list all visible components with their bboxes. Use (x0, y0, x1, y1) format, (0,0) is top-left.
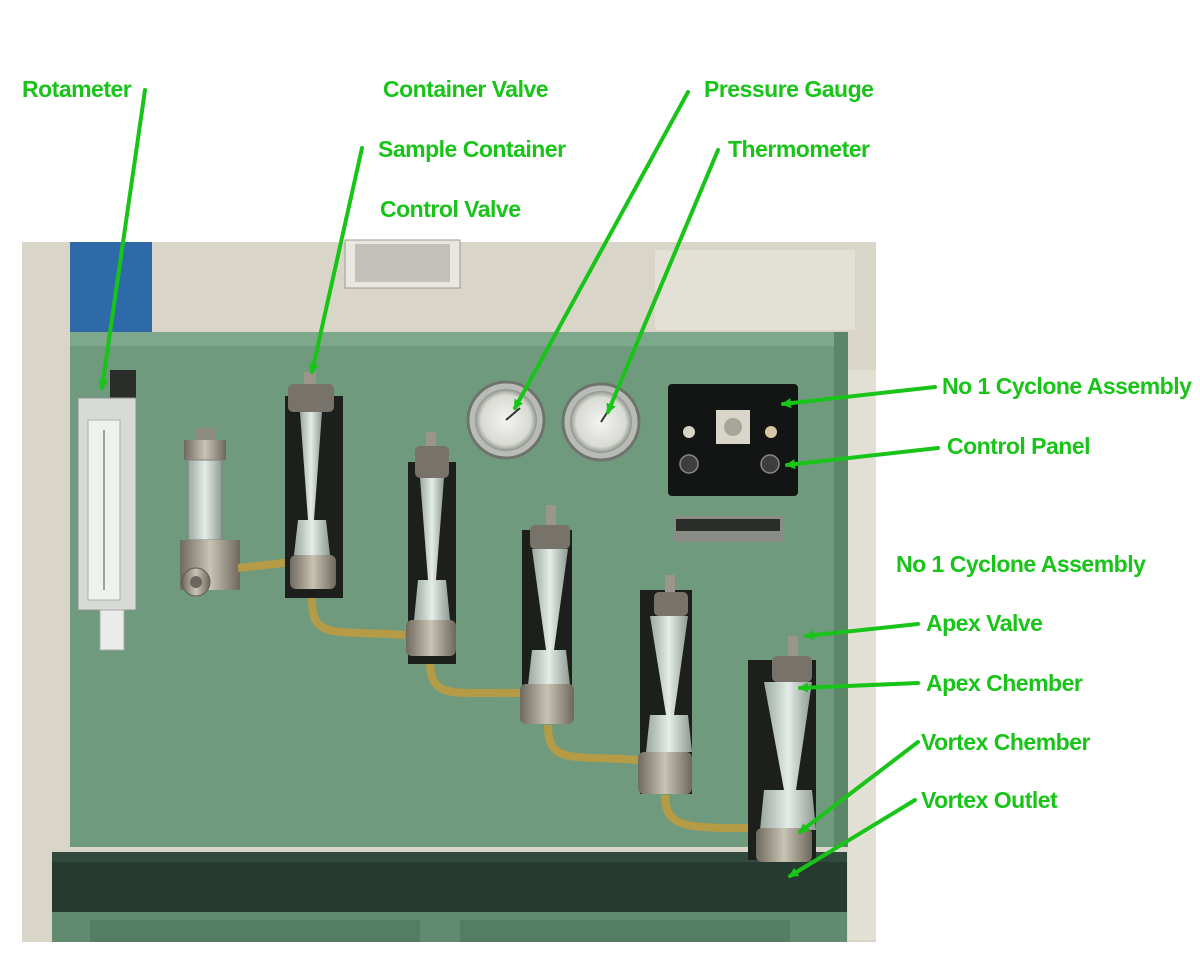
cyclone-5 (748, 636, 816, 862)
cyclone-2 (406, 432, 456, 664)
label-cyclone-assembly-top: No 1 Cyclone Assembly (942, 373, 1192, 399)
arrow-thermometer (606, 148, 720, 414)
pressure-gauge-dial (466, 380, 546, 460)
arrow-cyclone-assembly-top (781, 385, 937, 409)
brass-pipes (237, 558, 761, 833)
callout-arrows (98, 88, 940, 878)
cyclone-1 (285, 372, 343, 598)
label-thermometer: Thermometer (728, 136, 870, 162)
filter-unit (180, 428, 240, 597)
arrow-control-panel (785, 446, 940, 470)
label-cyclone-assembly: No 1 Cyclone Assembly (896, 551, 1146, 577)
label-sample-container: Sample Container (378, 136, 566, 162)
arrow-rotameter (98, 88, 147, 390)
label-apex-chamber: Apex Chember (926, 670, 1083, 696)
arrow-vortex-outlet (788, 798, 917, 878)
arrow-vortex-chamber (798, 740, 920, 834)
label-pressure-gauge: Pressure Gauge (704, 76, 874, 102)
base-tank (52, 852, 847, 942)
label-rotameter: Rotameter (22, 76, 132, 102)
label-vortex-outlet: Vortex Outlet (921, 787, 1058, 813)
control-panel-box (668, 384, 798, 496)
arrow-apex-chamber (798, 681, 920, 693)
nameplate (673, 516, 783, 542)
cyclone-4 (638, 575, 692, 794)
rotameter-device (77, 370, 137, 651)
label-vortex-chamber: Vortex Chember (921, 729, 1090, 755)
label-control-valve: Control Valve (380, 196, 521, 222)
arrow-apex-valve (804, 622, 920, 641)
label-container-valve: Container Valve (383, 76, 549, 102)
arrow-pressure-gauge (513, 90, 690, 410)
arrow-sample-container (308, 146, 364, 374)
label-apex-valve: Apex Valve (926, 610, 1043, 636)
thermometer-dial (561, 382, 641, 462)
cyclone-3 (520, 505, 574, 724)
label-control-panel: Control Panel (947, 433, 1091, 459)
